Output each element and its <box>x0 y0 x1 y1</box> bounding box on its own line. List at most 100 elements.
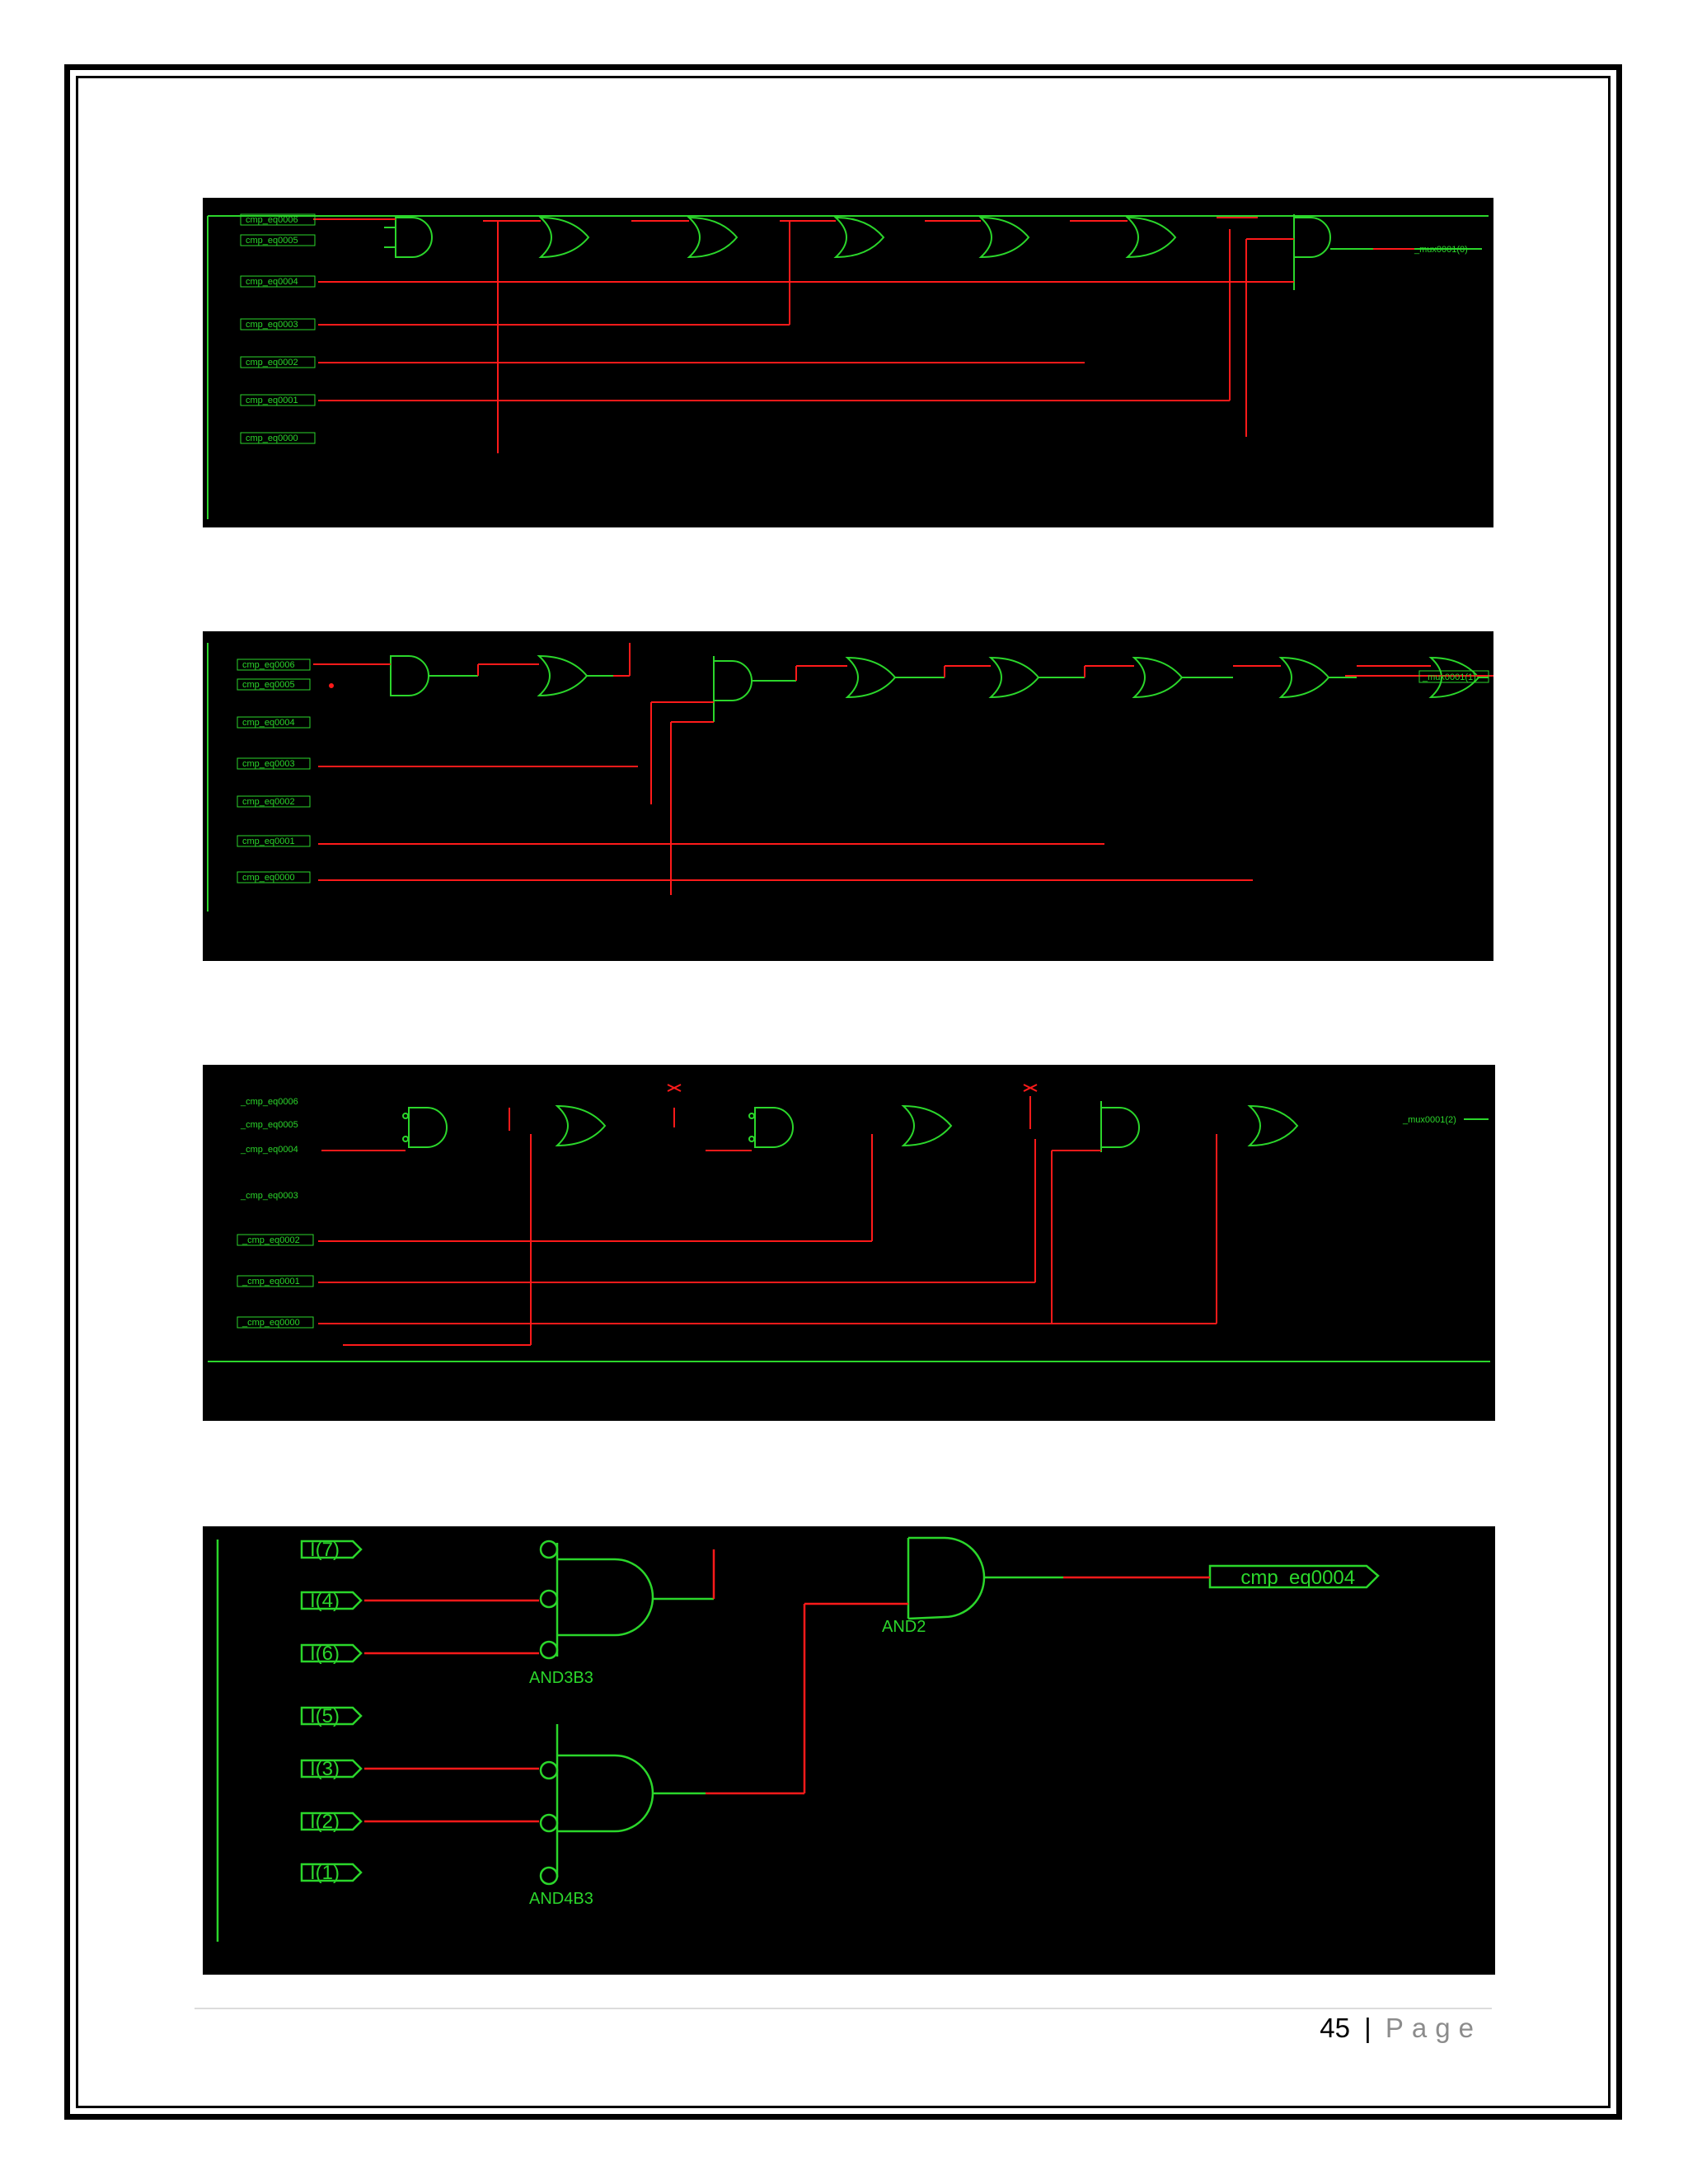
input-port <box>300 1643 363 1663</box>
or-gate <box>555 1104 607 1147</box>
output-port: _mux0001(2) <box>1402 1115 1456 1125</box>
or-gate <box>687 216 738 259</box>
input-port <box>300 1863 363 1882</box>
svg-text:cmp_eq0002: cmp_eq0002 <box>246 358 298 368</box>
input-port: _cmp_eq0003 <box>240 1191 298 1201</box>
input-port <box>300 1759 363 1779</box>
input-port: cmp_eq0001 <box>240 394 316 406</box>
svg-text:_cmp_eq0003: _cmp_eq0003 <box>240 1191 298 1201</box>
input-port: _cmp_eq0006 <box>240 1097 298 1107</box>
schematic-3-drawing: _cmp_eq0006 _cmp_eq0005 _cmp_eq0004 _cmp… <box>208 1084 1490 1362</box>
input-label: I(3) <box>310 1758 340 1780</box>
and2-gate <box>907 1536 1063 1620</box>
svg-text:cmp_eq0005: cmp_eq0005 <box>246 236 298 246</box>
and-gate <box>390 655 429 696</box>
input-label: I(2) <box>310 1811 340 1833</box>
input-port: _cmp_eq0001 <box>237 1275 314 1287</box>
page-border-outer <box>64 64 1622 2120</box>
schematic-panel-1: cmp_eq0006 cmp_eq0005 cmp_eq0004 cmp_eq0… <box>203 198 1493 527</box>
or-gate <box>845 656 897 699</box>
input-port: cmp_eq0004 <box>240 275 316 288</box>
and3b3-gate <box>539 1540 714 1660</box>
svg-text:_mux0001(1): _mux0001(1) <box>1422 673 1476 682</box>
and-gate <box>384 217 433 258</box>
svg-text:cmp_eq0000: cmp_eq0000 <box>246 434 298 443</box>
or-gate <box>537 654 588 697</box>
or-gate <box>833 216 885 259</box>
output-port: _mux0001(0) <box>1414 245 1468 255</box>
or-gate <box>1132 656 1184 699</box>
or-gate <box>1278 656 1330 699</box>
gate-label: AND3B3 <box>529 1669 593 1687</box>
footer-separator: | <box>1364 2013 1372 2043</box>
svg-text:_cmp_eq0000: _cmp_eq0000 <box>241 1318 300 1328</box>
svg-text:cmp_eq0006: cmp_eq0006 <box>242 660 295 670</box>
svg-text:cmp_eq0004: cmp_eq0004 <box>246 277 298 287</box>
input-port: cmp_eq0001 <box>237 835 311 847</box>
svg-text:_mux0001(0): _mux0001(0) <box>1414 245 1468 255</box>
input-port: _cmp_eq0000 <box>237 1316 314 1329</box>
output-label: _cmp_eq0004 <box>1229 1567 1355 1589</box>
svg-text:cmp_eq0001: cmp_eq0001 <box>242 837 295 846</box>
output-port: _mux0001(1) <box>1418 670 1489 683</box>
svg-text:cmp_eq0003: cmp_eq0003 <box>242 759 295 769</box>
gate-label: AND4B3 <box>529 1890 593 1908</box>
input-port: _cmp_eq0005 <box>240 1120 298 1130</box>
page-word: Page <box>1385 2013 1482 2043</box>
and4b3-gate <box>539 1724 706 1886</box>
page-number: 45 <box>1320 2013 1350 2043</box>
input-port: cmp_eq0005 <box>237 678 311 691</box>
svg-text:_cmp_eq0006: _cmp_eq0006 <box>240 1097 298 1107</box>
schematic-panel-3: _cmp_eq0006 _cmp_eq0005 _cmp_eq0004 _cmp… <box>203 1065 1495 1421</box>
or-gate <box>988 656 1040 699</box>
schematic-panel-2: cmp_eq0006 cmp_eq0005 cmp_eq0004 cmp_eq0… <box>203 631 1493 961</box>
or-gate <box>1428 656 1480 699</box>
input-port: _cmp_eq0002 <box>237 1234 314 1246</box>
and-gate <box>1293 214 1331 290</box>
input-port <box>300 1811 363 1831</box>
schematic-panel-4: I(7) I(4) I(6) I(5) I(3) I(2) I(1) AND3B… <box>203 1526 1495 1975</box>
svg-text:cmp_eq0006: cmp_eq0006 <box>246 215 298 225</box>
schematic-2-drawing: cmp_eq0006 cmp_eq0005 cmp_eq0004 cmp_eq0… <box>207 643 1493 912</box>
input-port: cmp_eq0006 <box>240 213 316 226</box>
input-port: cmp_eq0003 <box>237 757 311 770</box>
output-port <box>1208 1564 1380 1589</box>
or-gate <box>1247 1104 1299 1147</box>
svg-text:_cmp_eq0002: _cmp_eq0002 <box>241 1235 300 1245</box>
svg-text:_cmp_eq0005: _cmp_eq0005 <box>240 1120 298 1130</box>
or-gate <box>1125 216 1177 259</box>
input-port: cmp_eq0002 <box>240 356 316 368</box>
svg-text:_cmp_eq0001: _cmp_eq0001 <box>241 1277 300 1286</box>
input-port <box>300 1706 363 1726</box>
or-gate <box>901 1104 953 1147</box>
page-footer: 45 | Page <box>1320 2013 1482 2044</box>
svg-text:cmp_eq0002: cmp_eq0002 <box>242 797 295 807</box>
input-label: I(5) <box>310 1705 340 1727</box>
input-port: cmp_eq0000 <box>240 432 316 444</box>
svg-text:cmp_eq0000: cmp_eq0000 <box>242 873 295 883</box>
input-port: cmp_eq0002 <box>237 795 311 808</box>
input-port: cmp_eq0004 <box>237 716 311 729</box>
gate-label: AND2 <box>882 1618 926 1636</box>
svg-text:_mux0001(2): _mux0001(2) <box>1402 1115 1456 1125</box>
and-gate <box>748 1107 794 1148</box>
svg-text:cmp_eq0003: cmp_eq0003 <box>246 320 298 330</box>
input-label: I(1) <box>310 1862 340 1884</box>
svg-text:cmp_eq0004: cmp_eq0004 <box>242 718 295 728</box>
footer-rule <box>195 2008 1492 2009</box>
input-port: cmp_eq0003 <box>240 318 316 330</box>
input-port: cmp_eq0000 <box>237 871 311 883</box>
input-port <box>300 1591 363 1610</box>
input-port <box>300 1540 363 1559</box>
input-label: I(6) <box>310 1643 340 1665</box>
and-gate <box>713 656 753 722</box>
and-gate <box>1100 1101 1140 1152</box>
input-port: cmp_eq0006 <box>237 658 311 671</box>
input-label: I(7) <box>310 1539 340 1561</box>
schematic-4-drawing: I(7) I(4) I(6) I(5) I(3) I(2) I(1) AND3B… <box>216 1536 1380 1942</box>
svg-text:cmp_eq0001: cmp_eq0001 <box>246 396 298 405</box>
input-port: _cmp_eq0004 <box>240 1145 298 1155</box>
input-label: I(4) <box>310 1590 340 1612</box>
schematic-1-drawing: cmp_eq0006 cmp_eq0005 cmp_eq0004 cmp_eq0… <box>207 213 1489 519</box>
or-gate <box>538 216 590 259</box>
